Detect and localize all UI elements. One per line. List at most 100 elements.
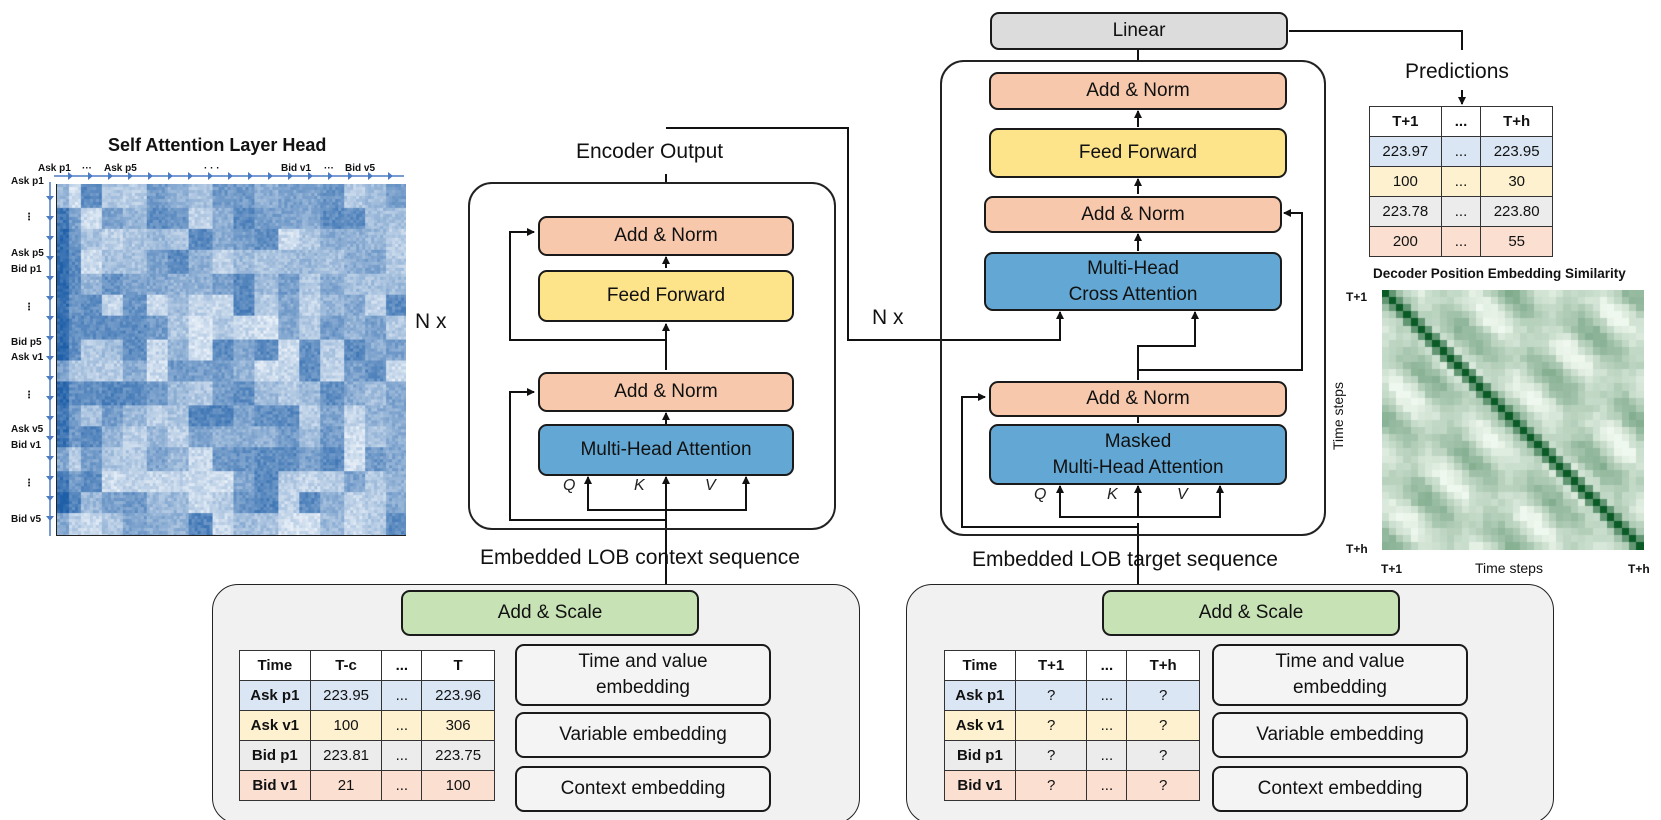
attention-y-label: ⋮ bbox=[24, 390, 34, 401]
table-cell: ? bbox=[1014, 770, 1088, 801]
row-label: Bid v1 bbox=[239, 770, 311, 801]
similarity-y-top: T+1 bbox=[1346, 290, 1368, 304]
table-cell: ... bbox=[381, 710, 423, 741]
pred-cell: 223.78 bbox=[1369, 196, 1442, 227]
encoder-v-label: V bbox=[705, 477, 716, 494]
axis-arrowhead bbox=[228, 172, 233, 180]
axis-arrowhead bbox=[368, 172, 373, 180]
axis-arrowhead bbox=[148, 172, 153, 180]
table-cell: 306 bbox=[421, 710, 495, 741]
table-cell: ... bbox=[1086, 740, 1128, 771]
pred-header-cell: T+h bbox=[1480, 106, 1553, 137]
pred-header-cell: ... bbox=[1440, 106, 1482, 137]
attention-x-label: · · · bbox=[204, 163, 220, 174]
context-variable-embedding: Variable embedding bbox=[515, 712, 771, 758]
axis-arrowhead bbox=[268, 172, 273, 180]
attention-x-label: Bid v5 bbox=[345, 163, 376, 174]
target-header-cell: T+1 bbox=[1014, 650, 1088, 681]
row-label: Bid p1 bbox=[239, 740, 311, 771]
time-value-line1: Time and value bbox=[578, 651, 708, 672]
table-cell: ? bbox=[1014, 740, 1088, 771]
table-cell: ? bbox=[1014, 680, 1088, 711]
similarity-y-bottom: T+h bbox=[1346, 542, 1368, 556]
table-row: Bid p1 223.81 ... 223.75 bbox=[239, 740, 495, 771]
target-add-scale: Add & Scale bbox=[1102, 590, 1400, 636]
encoder-repeat-label: N x bbox=[415, 310, 447, 333]
attention-y-label: ⋮ bbox=[24, 302, 34, 313]
encoder-frame bbox=[468, 182, 836, 530]
table-cell: ? bbox=[1126, 710, 1200, 741]
similarity-xlabel: Time steps bbox=[1475, 560, 1543, 576]
table-row: Ask p1 ? ... ? bbox=[944, 680, 1200, 711]
target-context-embedding: Context embedding bbox=[1212, 766, 1468, 812]
table-cell: 223.81 bbox=[309, 740, 383, 771]
target-table: Time T+1 ... T+h Ask p1 ? ... ? Ask v1 ?… bbox=[944, 650, 1200, 801]
attention-x-label: ··· bbox=[82, 163, 92, 174]
axis-arrowhead bbox=[46, 396, 54, 401]
decoder-add-norm-bottom: Add & Norm bbox=[989, 381, 1287, 417]
table-cell: ? bbox=[1126, 740, 1200, 771]
table-cell: ? bbox=[1126, 680, 1200, 711]
pred-cell: 223.97 bbox=[1369, 136, 1442, 167]
axis-arrowhead bbox=[88, 172, 93, 180]
axis-arrowhead bbox=[46, 256, 54, 261]
target-variable-embedding: Variable embedding bbox=[1212, 712, 1468, 758]
attention-y-label: Bid v5 bbox=[11, 514, 42, 525]
table-row: 223.78 ... 223.80 bbox=[1369, 196, 1553, 227]
axis-arrowhead bbox=[348, 172, 353, 180]
pred-header-cell: T+1 bbox=[1369, 106, 1442, 137]
similarity-ylabel: Time steps bbox=[1329, 382, 1346, 450]
time-value-line1: Time and value bbox=[1275, 651, 1405, 672]
decoder-frame bbox=[940, 60, 1326, 536]
context-context-embedding: Context embedding bbox=[515, 766, 771, 812]
row-label: Ask p1 bbox=[944, 680, 1016, 711]
table-cell: 223.75 bbox=[421, 740, 495, 771]
axis-arrowhead bbox=[188, 172, 193, 180]
row-label: Ask v1 bbox=[239, 710, 311, 741]
attention-y-label: Bid v1 bbox=[11, 440, 42, 451]
masked-attention-line2: Multi-Head Attention bbox=[1052, 456, 1224, 478]
attention-y-label: ⋮ bbox=[24, 478, 34, 489]
decoder-input-label: Embedded LOB target sequence bbox=[972, 548, 1278, 571]
pred-cell: 30 bbox=[1480, 166, 1553, 197]
axis-arrowhead bbox=[46, 476, 54, 481]
time-value-line2: embedding bbox=[595, 677, 691, 698]
attention-x-axis-arrows bbox=[54, 172, 404, 180]
axis-arrowhead bbox=[46, 436, 54, 441]
attention-y-label: Ask p1 bbox=[11, 176, 44, 187]
axis-arrowhead bbox=[46, 216, 54, 221]
decoder-repeat-label: N x bbox=[872, 306, 904, 329]
axis-arrowhead bbox=[46, 416, 54, 421]
table-cell: ... bbox=[1086, 710, 1128, 741]
row-label: Ask v1 bbox=[944, 710, 1016, 741]
encoder-add-norm-top: Add & Norm bbox=[538, 216, 794, 256]
axis-arrowhead bbox=[46, 316, 54, 321]
decoder-q-label: Q bbox=[1034, 486, 1047, 503]
axis-arrowhead bbox=[308, 172, 313, 180]
table-row: 223.97 ... 223.95 bbox=[1369, 136, 1553, 167]
table-cell: ... bbox=[381, 770, 423, 801]
decoder-masked-attention: Masked Multi-Head Attention bbox=[989, 424, 1287, 485]
pred-cell: ... bbox=[1440, 166, 1482, 197]
table-cell: ? bbox=[1014, 710, 1088, 741]
table-row: Ask v1 100 ... 306 bbox=[239, 710, 495, 741]
cross-attention-line1: Multi-Head bbox=[1087, 257, 1179, 279]
axis-arrowhead bbox=[46, 196, 54, 201]
axis-arrowhead bbox=[108, 172, 113, 180]
pred-cell: 223.80 bbox=[1480, 196, 1553, 227]
pred-cell: ... bbox=[1440, 226, 1482, 257]
context-time-value-embedding: Time and value embedding bbox=[515, 644, 771, 706]
decoder-v-label: V bbox=[1177, 486, 1188, 503]
row-label: Ask p1 bbox=[239, 680, 311, 711]
table-cell: 100 bbox=[421, 770, 495, 801]
pred-cell: ... bbox=[1440, 196, 1482, 227]
table-cell: 21 bbox=[309, 770, 383, 801]
table-cell: ... bbox=[381, 680, 423, 711]
similarity-x-left: T+1 bbox=[1381, 562, 1403, 576]
encoder-output-label: Encoder Output bbox=[576, 140, 724, 163]
time-value-line2: embedding bbox=[1292, 677, 1388, 698]
context-table: Time T-c ... T Ask p1 223.95 ... 223.96 … bbox=[239, 650, 495, 801]
attention-heatmap-title: Self Attention Layer Head bbox=[108, 135, 327, 155]
table-cell: 223.96 bbox=[421, 680, 495, 711]
axis-arrowhead bbox=[46, 296, 54, 301]
